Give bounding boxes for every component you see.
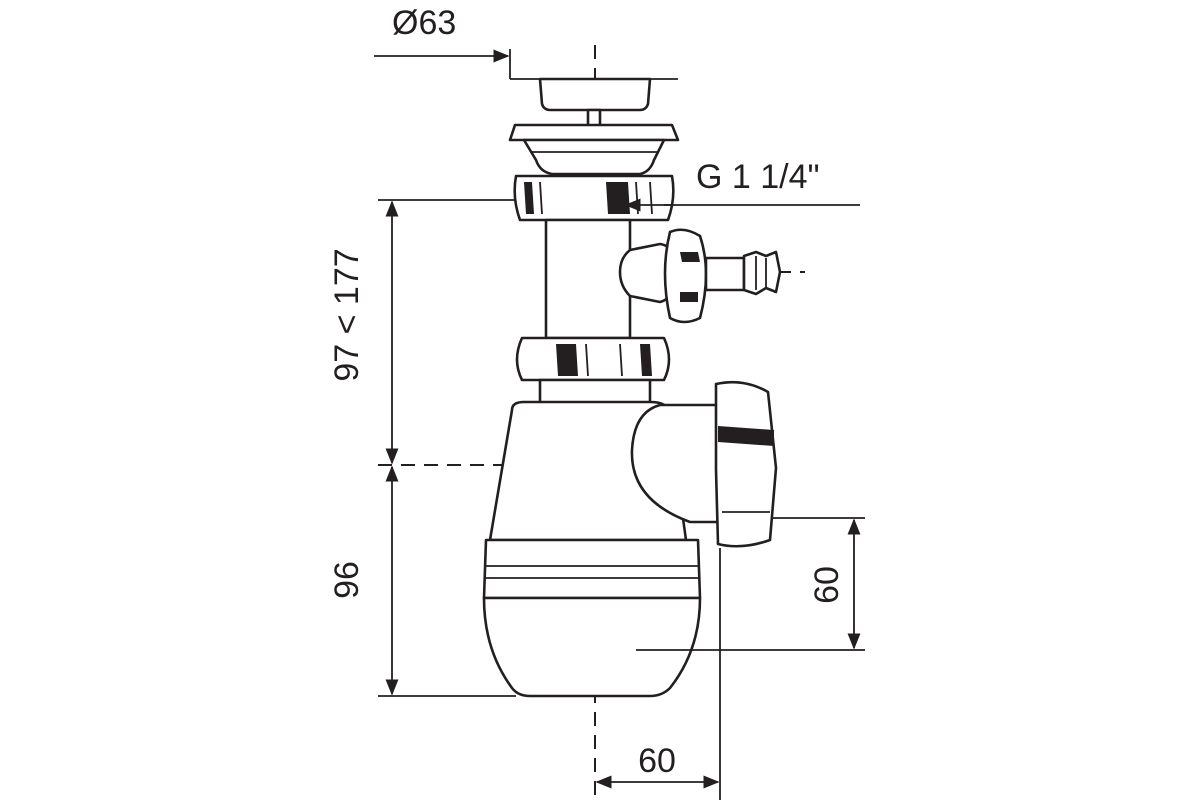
thread-label: G 1 1/4"	[696, 158, 820, 196]
upper-nut	[513, 174, 675, 222]
bottle-height-label: 96	[328, 561, 366, 599]
adjustable-height-label: 97 < 177	[328, 248, 366, 381]
vertical-tube	[544, 218, 632, 340]
side-outlet	[618, 228, 782, 324]
outlet-elbow	[630, 380, 778, 548]
lower-nut	[515, 336, 671, 406]
strainer-flange	[508, 123, 680, 176]
dimension-labels: Ø63 G 1 1/4" 97 < 177 96 60 60	[328, 4, 846, 780]
outlet-offset-label: 60	[638, 742, 676, 780]
strainer-cap	[509, 49, 678, 132]
outlet-height-label: 60	[808, 566, 846, 604]
dimension-lines	[374, 49, 865, 800]
diameter-label: Ø63	[392, 4, 456, 42]
